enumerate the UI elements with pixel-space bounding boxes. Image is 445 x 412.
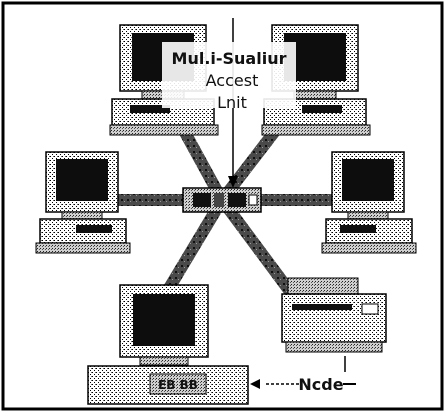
printer-icon [281,277,387,353]
mau-label-line-3: Lnit [217,93,247,112]
mau-label-background [162,42,296,108]
node-unit: EB BB [87,365,249,405]
mau-label-line-1: Mul.i-Sualiur [172,49,287,68]
mau-label-line-2: Accest [206,71,259,90]
node-label: Ncde [298,375,343,394]
workstation-icon [119,284,209,366]
access-unit-icon [182,187,262,213]
cable-bottom-right [216,194,306,311]
workstation-icon [321,151,417,254]
cable-bottom-left [162,194,228,296]
node-pointer-arrowhead [250,379,260,389]
workstation-icon [35,151,131,254]
mau-pointer-arrowhead [228,176,238,188]
node-unit-label: EB BB [158,378,198,392]
